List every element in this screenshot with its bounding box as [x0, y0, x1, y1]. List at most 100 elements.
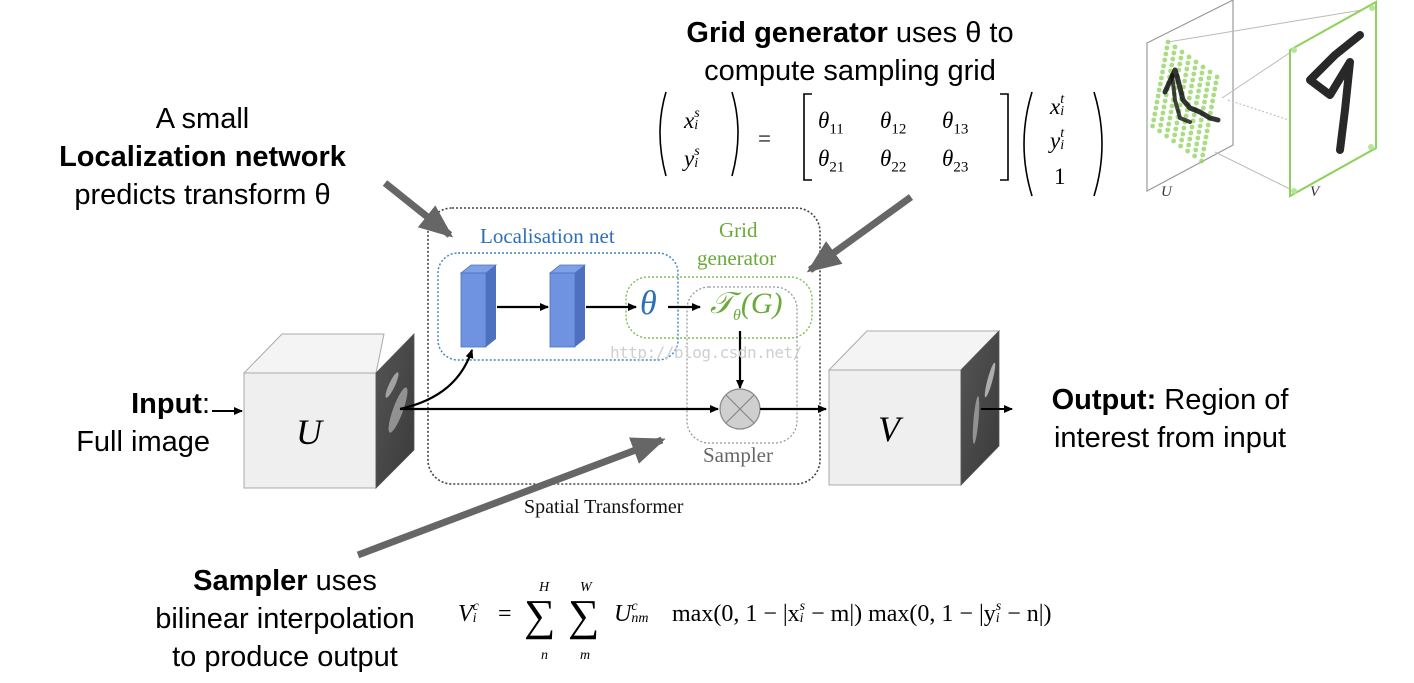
grid-point: [1190, 77, 1196, 83]
grid-generator-callout-rest: uses θ to: [887, 17, 1014, 49]
sampler-box: [686, 286, 798, 444]
grid-point: [1177, 61, 1183, 67]
grid-point: [1187, 136, 1193, 142]
grid-point: [1153, 105, 1159, 111]
grid-equals: =: [758, 126, 771, 151]
grid-point: [1185, 148, 1190, 154]
grid-point: [1198, 76, 1204, 82]
sampler-callout-line2: bilinear interpolation: [155, 603, 415, 635]
matrix-cell: θ11: [818, 108, 844, 138]
grid-point: [1208, 110, 1213, 116]
grid-point: [1169, 62, 1175, 68]
callout-arrow-grid-generator: [806, 194, 914, 273]
grid-point: [1183, 72, 1189, 78]
input-callout-bold: Input: [131, 388, 202, 420]
grid-point: [1162, 98, 1168, 104]
grid-point: [1164, 45, 1170, 51]
grid-point: [1198, 117, 1204, 123]
localization-callout-line1: A small: [155, 103, 250, 135]
grid-point: [1193, 59, 1199, 65]
grid-point: [1206, 75, 1212, 81]
grid-point: [1202, 99, 1207, 105]
grid-point: [1150, 123, 1155, 129]
matrix-cell: θ22: [880, 146, 907, 176]
grid-point: [1200, 152, 1206, 158]
output-cube: [827, 330, 1001, 486]
sampling-thumbnail: [1146, 0, 1377, 198]
grid-point: [1196, 88, 1201, 94]
sum2-lower: m: [580, 648, 591, 663]
grid-point: [1191, 71, 1197, 77]
grid-point: [1195, 94, 1200, 100]
grid-point: [1199, 70, 1205, 76]
output-callout: Output: Region of interest from input: [1020, 381, 1320, 457]
sum2-upper: W: [580, 580, 592, 595]
grid-point: [1212, 86, 1218, 92]
grid-point: [1205, 122, 1211, 128]
grid-point: [1201, 105, 1206, 111]
grid-point: [1177, 102, 1183, 108]
grid-point: [1172, 132, 1178, 138]
grid-point: [1173, 126, 1179, 132]
grid-point: [1194, 100, 1199, 106]
grid-point: [1196, 129, 1202, 135]
sampler-callout-bold: Sampler: [193, 565, 308, 597]
grid-point: [1172, 44, 1178, 50]
grid-point: [1174, 120, 1180, 126]
grid-point: [1211, 92, 1217, 98]
grid-point: [1203, 134, 1209, 140]
grid-point: [1164, 133, 1169, 139]
grid-point: [1163, 51, 1169, 57]
input-callout-line2: Full image: [76, 426, 210, 458]
watermark: http://blog.csdn.net/: [610, 343, 802, 362]
grid-point: [1165, 127, 1171, 133]
sampler-label: Sampler: [703, 443, 773, 467]
sum2-sigma: ∑: [568, 591, 600, 640]
grid-point: [1213, 80, 1219, 86]
transform-argument: (G): [740, 287, 783, 320]
grid-point: [1204, 87, 1210, 93]
output-callout-rest: Region of: [1156, 384, 1289, 416]
thumb-u-label: U: [1161, 184, 1172, 200]
callout-arrow-localization: [382, 180, 454, 238]
grid-point: [1159, 116, 1165, 122]
grid-point: [1178, 143, 1183, 149]
grid-equation-brackets: [659, 91, 1103, 197]
grid-point: [1186, 142, 1192, 148]
input-cube-label: U: [296, 412, 322, 452]
matrix-cell: θ13: [942, 108, 969, 138]
sampler-callout-rest: uses: [307, 565, 377, 597]
grid-point: [1154, 99, 1160, 105]
conv-block-1: [459, 264, 498, 348]
rhs-one: 1: [1054, 164, 1066, 189]
grid-point: [1202, 140, 1208, 146]
grid-generator-label-line1: Grid: [719, 218, 758, 242]
grid-point: [1151, 117, 1157, 123]
grid-point: [1183, 113, 1189, 119]
grid-point: [1156, 87, 1162, 93]
grid-point: [1160, 69, 1165, 75]
sum1-lower: n: [541, 648, 548, 663]
input-callout: Input: Full image: [30, 385, 210, 461]
grid-point: [1187, 95, 1192, 101]
grid-point: [1161, 63, 1166, 69]
grid-point: [1169, 103, 1175, 109]
grid-generator-label-line2: generator: [697, 246, 777, 270]
grid-point: [1188, 89, 1193, 95]
input-cube: [242, 333, 415, 489]
grid-point: [1204, 128, 1210, 134]
grid-point: [1170, 56, 1176, 62]
spatial-transformer-box: [427, 207, 821, 485]
transform-subscript: θ: [732, 307, 741, 324]
grid-point: [1181, 125, 1187, 131]
grid-point: [1178, 55, 1184, 61]
grid-point: [1203, 93, 1208, 99]
grid-point: [1207, 69, 1213, 75]
grid-generator-callout-bold: Grid generator: [686, 17, 888, 49]
grid-generator-callout: Grid generator uses θ to compute samplin…: [650, 14, 1050, 90]
